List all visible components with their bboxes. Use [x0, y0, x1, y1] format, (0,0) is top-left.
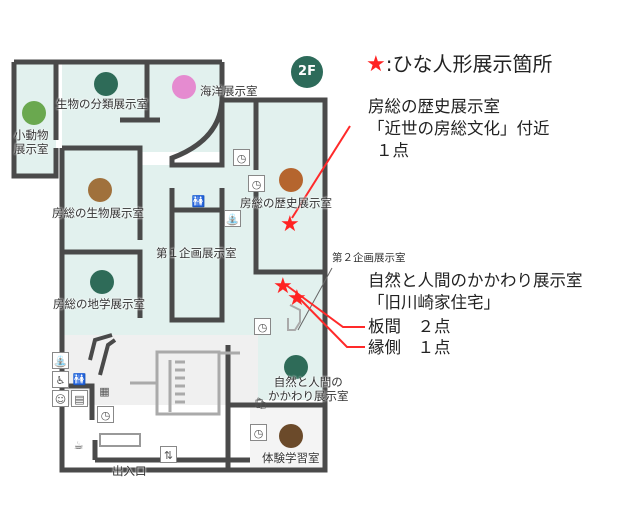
star-markers: ★ ★ ★: [273, 212, 307, 311]
note-history-count: １点: [376, 141, 409, 160]
star-icon: ★: [366, 52, 386, 77]
label-geology: 房総の地学展示室: [53, 297, 145, 311]
stairs: [130, 350, 240, 416]
label-history: 房総の歴史展示室: [240, 196, 332, 210]
note-nature-room: 自然と人間のかかわり展示室: [368, 271, 583, 290]
clock-icon: ◷: [97, 406, 114, 423]
note-nature: 自然と人間のかかわり展示室 「旧川崎家住宅」: [368, 270, 583, 314]
house-icon: [284, 355, 308, 379]
legend: ★:ひな人形展示箇所: [366, 48, 552, 77]
note-history: 房総の歴史展示室 「近世の房総文化」付近 １点: [368, 96, 550, 162]
floor-badge: 2F: [291, 56, 323, 88]
room-left-area: [62, 145, 142, 335]
note-itama: 板間 ２点: [368, 317, 451, 336]
note-history-room: 房総の歴史展示室: [368, 97, 500, 116]
locker-icon: ▤: [71, 390, 88, 407]
leader-lines: [285, 125, 365, 348]
star-history: ★: [280, 212, 300, 237]
deer-icon: [88, 178, 112, 202]
label-exhibit1: 第１企画展示室: [156, 246, 237, 260]
room-upper-area: [62, 62, 222, 152]
label-hands-on: 体験学習室: [262, 451, 320, 465]
clock-icon: ◷: [254, 318, 271, 335]
horse-icon: [279, 168, 303, 192]
fossil-icon: [94, 72, 118, 96]
legend-text: :ひな人形展示箇所: [385, 52, 553, 76]
walls: [11, 59, 328, 473]
cafe-icon: ☕: [73, 439, 84, 452]
leader-exhibit2: [297, 267, 333, 331]
star-itama: ★: [273, 274, 293, 299]
baby-care-icon: ☺: [52, 390, 69, 407]
clock-icon: ◷: [250, 424, 267, 441]
water-fountain-icon: ⛲: [224, 210, 241, 227]
note-history-area: 「近世の房総文化」付近: [368, 119, 550, 138]
sunfish-icon: [172, 75, 196, 99]
label-ocean: 海洋展示室: [200, 84, 258, 98]
note-nature-house: 「旧川崎家住宅」: [368, 293, 500, 312]
restroom-icon: 🚻: [191, 195, 206, 208]
shop-icon: 🛍: [253, 397, 268, 410]
coin-locker-icon: ▦: [99, 385, 110, 398]
clock-icon: ◷: [248, 175, 265, 192]
label-exhibit2: 第２企画展示室: [332, 252, 406, 264]
mammoth-icon: [90, 270, 114, 294]
restroom-icon: 🚻: [72, 373, 87, 386]
label-small-animals: 小動物展示室: [14, 128, 49, 156]
label-boso-life: 房総の生物展示室: [52, 206, 144, 220]
note-engawa: 縁側 １点: [368, 338, 451, 357]
label-nature-human: 自然と人間のかかわり展示室: [268, 375, 349, 403]
wheelchair-icon: ♿: [52, 371, 69, 388]
clock-icon: ◷: [233, 149, 250, 166]
elevator-icon: ⇅: [160, 446, 177, 463]
label-entrance: 出入口: [112, 464, 147, 478]
deer-head-icon: [279, 424, 303, 448]
frog-icon: [22, 101, 46, 125]
water-fountain-icon: ⛲: [52, 352, 69, 369]
star-engawa: ★: [287, 286, 307, 311]
label-classification: 生物の分類展示室: [56, 97, 148, 111]
